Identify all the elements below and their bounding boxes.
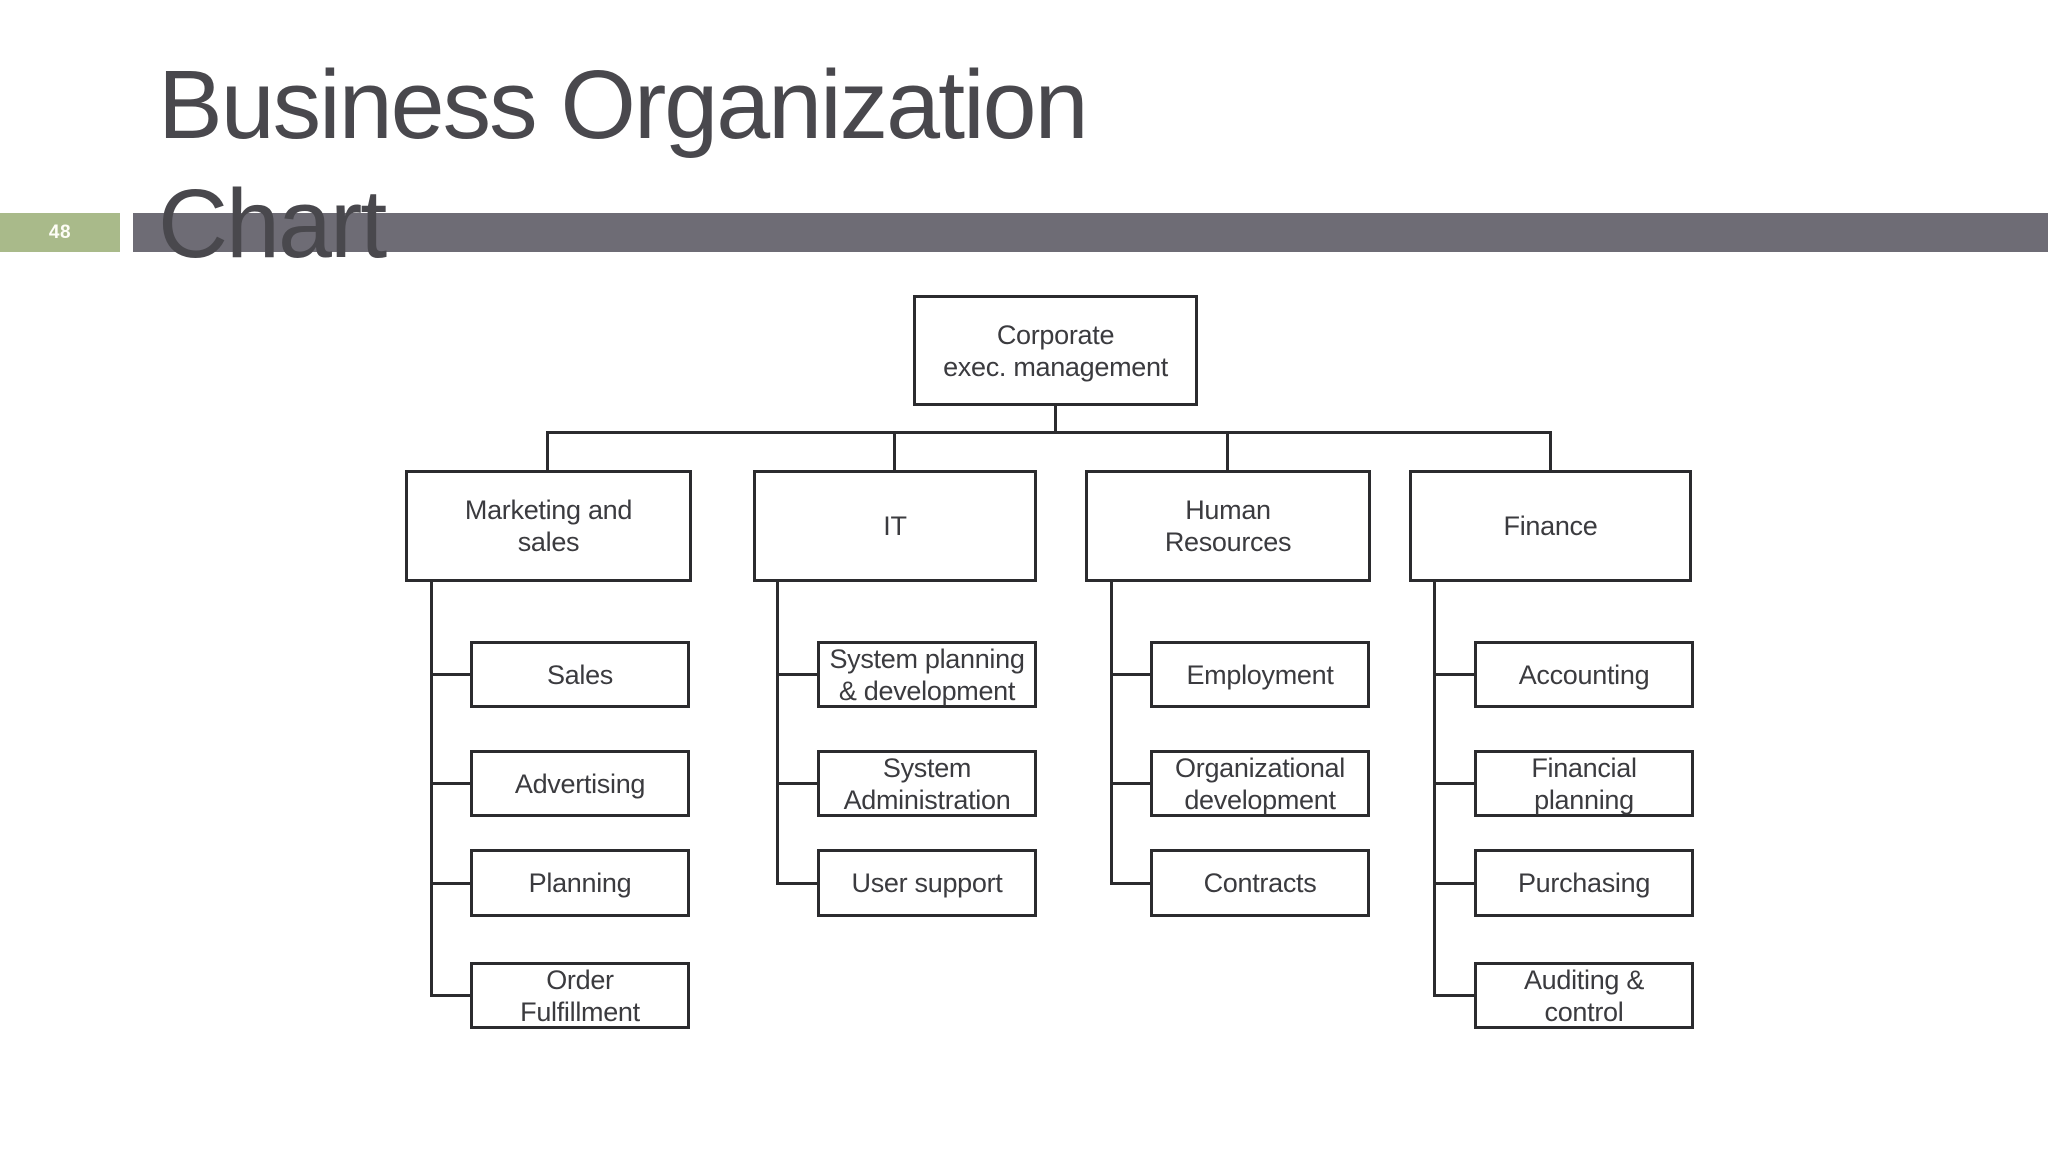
- org-node-purchasing: Purchasing: [1474, 849, 1694, 917]
- page-number: 48: [48, 221, 72, 243]
- connector-stub: [430, 882, 472, 885]
- org-node-sales: Sales: [470, 641, 690, 708]
- org-node-contracts: Contracts: [1150, 849, 1370, 917]
- org-node-employment: Employment: [1150, 641, 1370, 708]
- connector-trunk: [546, 431, 1552, 434]
- connector-stub: [1433, 882, 1476, 885]
- connector-spine-hr: [1110, 580, 1113, 885]
- org-node-accounting: Accounting: [1474, 641, 1694, 708]
- connector-stub: [1433, 994, 1476, 997]
- org-node-system-planning-development: System planning & development: [817, 641, 1037, 708]
- connector-stub: [430, 782, 472, 785]
- connector-stub: [430, 673, 472, 676]
- connector-stub: [776, 782, 819, 785]
- org-node-user-support: User support: [817, 849, 1037, 917]
- connector-spine-finance: [1433, 580, 1436, 997]
- org-node-planning: Planning: [470, 849, 690, 917]
- org-node-marketing-and-sales: Marketing and sales: [405, 470, 692, 582]
- connector-stub: [1433, 673, 1476, 676]
- connector-stub: [1110, 782, 1152, 785]
- connector-stub: [1110, 673, 1152, 676]
- page-title: Business Organization Chart: [158, 50, 1089, 278]
- connector-drop-finance: [1549, 431, 1552, 471]
- org-node-finance: Finance: [1409, 470, 1692, 582]
- org-node-organizational-development: Organizational development: [1150, 750, 1370, 817]
- accent-bar-decoration: [133, 213, 2048, 252]
- org-node-it: IT: [753, 470, 1037, 582]
- connector-riser-corporate: [1054, 404, 1057, 433]
- connector-stub: [430, 994, 472, 997]
- connector-stub: [776, 673, 819, 676]
- connector-drop-hr: [1226, 431, 1229, 471]
- org-node-advertising: Advertising: [470, 750, 690, 817]
- connector-spine-it: [776, 580, 779, 885]
- org-node-order-fulfillment: Order Fulfillment: [470, 962, 690, 1029]
- connector-stub: [1433, 782, 1476, 785]
- connector-stub: [1110, 882, 1152, 885]
- connector-drop-marketing: [546, 431, 549, 471]
- org-node-human-resources: Human Resources: [1085, 470, 1371, 582]
- org-node-system-administration: System Administration: [817, 750, 1037, 817]
- org-node-auditing-control: Auditing & control: [1474, 962, 1694, 1029]
- page-number-badge: 48: [0, 213, 120, 252]
- org-node-corporate-exec-management: Corporate exec. management: [913, 295, 1198, 406]
- connector-spine-marketing: [430, 580, 433, 997]
- org-node-financial-planning: Financial planning: [1474, 750, 1694, 817]
- connector-drop-it: [893, 431, 896, 471]
- connector-stub: [776, 882, 819, 885]
